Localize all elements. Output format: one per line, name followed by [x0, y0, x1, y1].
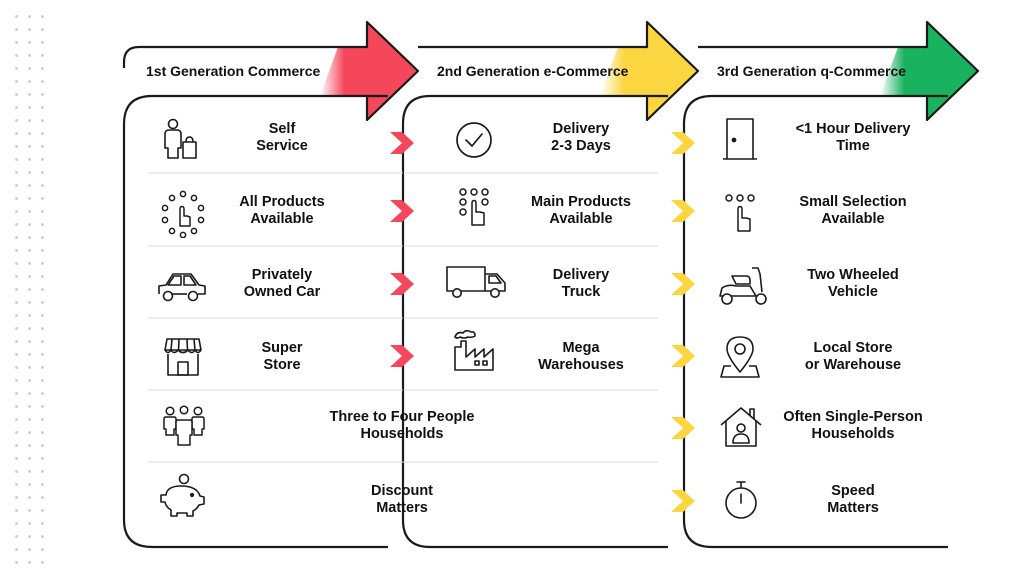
yellow-chevron-3 — [671, 273, 695, 295]
arrow-outline-2 — [418, 20, 700, 122]
arrow-outline-3 — [698, 20, 980, 122]
hand-several-dots-icon — [458, 187, 492, 227]
delivery-truck-icon — [445, 264, 509, 300]
gen-title-3: 3rd Generation q-Commerce — [717, 63, 907, 79]
door-icon — [721, 116, 761, 162]
yellow-chevron-5 — [671, 417, 695, 439]
panel-3-outline — [682, 94, 948, 549]
cell-delivery-truck: Delivery Truck — [552, 267, 610, 300]
cell-super-store: Super Store — [261, 340, 303, 373]
group-of-people-icon — [162, 405, 206, 447]
dot-pattern — [10, 10, 50, 566]
yellow-chevron-4 — [671, 345, 695, 367]
cell-single-person-households: Often Single-Person Households — [783, 409, 923, 442]
storefront-icon — [163, 336, 203, 378]
yellow-chevron-2 — [671, 200, 695, 222]
cell-main-products: Main Products Available — [531, 194, 631, 227]
gen-title-2: 2nd Generation e-Commerce — [437, 63, 629, 79]
cell-self-service: Self Service — [256, 121, 308, 154]
scooter-icon — [716, 264, 768, 308]
piggy-bank-icon — [157, 473, 207, 519]
arrow-red — [320, 22, 418, 120]
factory-icon — [452, 327, 496, 373]
arrow-outline-1 — [122, 20, 420, 122]
cell-mega-warehouses: Mega Warehouses — [538, 340, 624, 373]
cell-delivery-2-3-days: Delivery 2-3 Days — [551, 121, 611, 154]
stopwatch-icon — [723, 479, 759, 521]
cell-three-to-four-people: Three to Four People Households — [329, 409, 475, 442]
panel-2-outline — [401, 94, 668, 549]
cell-all-products: All Products Available — [239, 194, 325, 227]
car-icon — [156, 268, 208, 304]
red-chevron-4 — [390, 345, 414, 367]
yellow-chevron-1 — [671, 132, 695, 154]
red-chevron-2 — [390, 200, 414, 222]
panel-1-outline — [122, 94, 388, 549]
cell-discount-matters: Discount Matters — [370, 483, 434, 516]
hand-many-dots-icon — [158, 190, 208, 238]
cell-local-store: Local Store or Warehouse — [804, 340, 902, 373]
cell-one-hour-delivery: <1 Hour Delivery Time — [795, 121, 911, 154]
checkmark-circle-icon — [454, 120, 494, 160]
red-chevron-3 — [390, 273, 414, 295]
cell-two-wheeled-vehicle: Two Wheeled Vehicle — [807, 267, 899, 300]
map-pin-icon — [718, 334, 762, 380]
cell-small-selection: Small Selection Available — [799, 194, 907, 227]
gen-title-1: 1st Generation Commerce — [146, 63, 321, 79]
yellow-chevron-6 — [671, 490, 695, 512]
cell-speed-matters: Speed Matters — [827, 483, 879, 516]
person-shopping-bag-icon — [160, 118, 206, 162]
hand-three-dots-icon — [724, 193, 758, 233]
red-chevron-1 — [390, 132, 414, 154]
house-person-icon — [718, 405, 764, 449]
cell-privately-owned-car: Privately Owned Car — [243, 267, 321, 300]
